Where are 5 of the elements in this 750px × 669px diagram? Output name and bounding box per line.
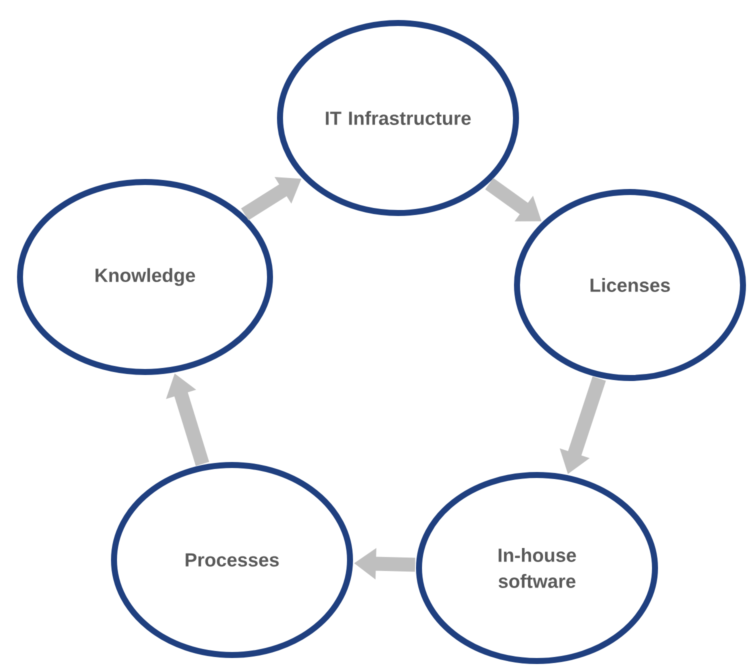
ellipse-node: Licenses [514,189,746,381]
ellipse-node: Processes [111,462,353,658]
ellipse-node: Knowledge [17,179,273,375]
ellipse-node: In-house software [416,472,658,664]
ellipse-node: IT Infrastructure [277,20,519,216]
